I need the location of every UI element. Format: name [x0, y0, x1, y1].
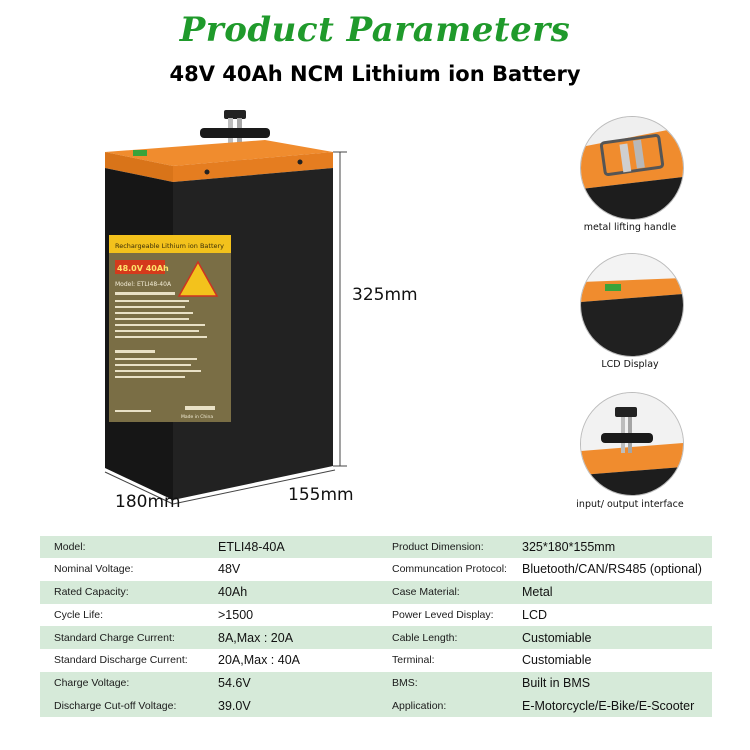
table-row: Discharge Cut-off Voltage: 39.0V Applica…: [40, 694, 712, 718]
page-subtitle: 48V 40Ah NCM Lithium ion Battery: [169, 62, 581, 86]
battery-illustration: Rechargeable Lithium ion Battery 48.0V 4…: [104, 110, 347, 505]
label-model: Model: ETLI48-40A: [115, 281, 172, 288]
table-row: Charge Voltage: 54.6V BMS: Built in BMS: [40, 671, 712, 695]
lifting-handle-icon: [200, 110, 270, 162]
spec-value: Built in BMS: [522, 676, 591, 691]
feature-lcd-detail: [580, 253, 684, 357]
table-row: Standard Discharge Current: 20A,Max : 40…: [40, 649, 712, 672]
spec-label: Cable Length:: [392, 631, 458, 644]
dimension-lines: [104, 151, 347, 505]
spec-value: E-Motorcycle/E-Bike/E-Scooter: [522, 698, 695, 713]
feature-connector-detail: [580, 392, 684, 496]
spec-value: 54.6V: [218, 676, 251, 691]
spec-table: Model: ETLI48-40A Product Dimension: 325…: [40, 536, 712, 718]
spec-value: ETLI48-40A: [218, 540, 285, 554]
height-dimension: 325mm: [352, 285, 418, 305]
battery-lid: [105, 140, 333, 166]
spec-label: Terminal:: [392, 654, 435, 667]
spec-value: Bluetooth/CAN/RS485 (optional): [522, 562, 702, 577]
table-row: Rated Capacity: 40Ah Case Material: Meta…: [40, 580, 712, 604]
spec-label: Cycle Life:: [54, 608, 104, 621]
page-title: Product Parameters: [179, 10, 571, 50]
spec-label: Rated Capacity:: [54, 586, 129, 599]
spec-label: Standard Discharge Current:: [54, 654, 188, 667]
label-rating: 48.0V 40Ah: [117, 264, 169, 273]
feature-handle-detail: [580, 116, 684, 220]
spec-value: >1500: [218, 607, 254, 622]
caption-handle: metal lifting handle: [583, 222, 677, 233]
spec-value: Customiable: [522, 630, 592, 645]
spec-label: Standard Charge Current:: [54, 631, 175, 644]
spec-value: Metal: [522, 585, 553, 600]
spec-value: Customiable: [522, 653, 592, 668]
spec-label: BMS:: [392, 677, 418, 690]
label-heading: Rechargeable Lithium ion Battery: [115, 242, 224, 250]
spec-value: 40Ah: [218, 585, 248, 600]
spec-value: 325*180*155mm: [522, 540, 616, 554]
spec-label: Communcation Protocol:: [392, 563, 507, 576]
spec-value: LCD: [522, 607, 548, 622]
lcd-indicator: [133, 150, 147, 156]
caption-connector: input/ output interface: [576, 499, 684, 510]
spec-value: 20A,Max : 40A: [218, 653, 300, 668]
spec-value: 39.0V: [218, 698, 251, 713]
battery-label: [109, 235, 231, 422]
lcd-detail-icon: [581, 254, 683, 356]
spec-label: Power Leved Display:: [392, 608, 494, 621]
spec-label: Nominal Voltage:: [54, 563, 134, 576]
spec-value: 8A,Max : 20A: [218, 630, 294, 645]
spec-value: 48V: [218, 562, 241, 577]
spec-label: Case Material:: [392, 586, 460, 599]
caption-lcd: LCD Display: [601, 359, 659, 370]
table-row: Cycle Life: >1500 Power Leved Display: L…: [40, 603, 712, 627]
connector-detail-icon: [581, 393, 683, 495]
table-row: Nominal Voltage: 48V Communcation Protoc…: [40, 558, 712, 581]
handle-detail-icon: [581, 117, 683, 219]
spec-label: Model:: [54, 541, 86, 553]
spec-label: Discharge Cut-off Voltage:: [54, 699, 177, 712]
depth-dimension: 155mm: [288, 485, 354, 505]
warning-icon: [177, 260, 219, 297]
label-made-in: Made in China: [181, 414, 213, 420]
width-dimension: 180mm: [115, 492, 181, 512]
table-row: Model: ETLI48-40A Product Dimension: 325…: [40, 536, 712, 558]
spec-label: Product Dimension:: [392, 541, 484, 553]
spec-label: Charge Voltage:: [54, 677, 130, 690]
table-row: Standard Charge Current: 8A,Max : 20A Ca…: [40, 626, 712, 649]
spec-label: Application:: [392, 699, 447, 712]
